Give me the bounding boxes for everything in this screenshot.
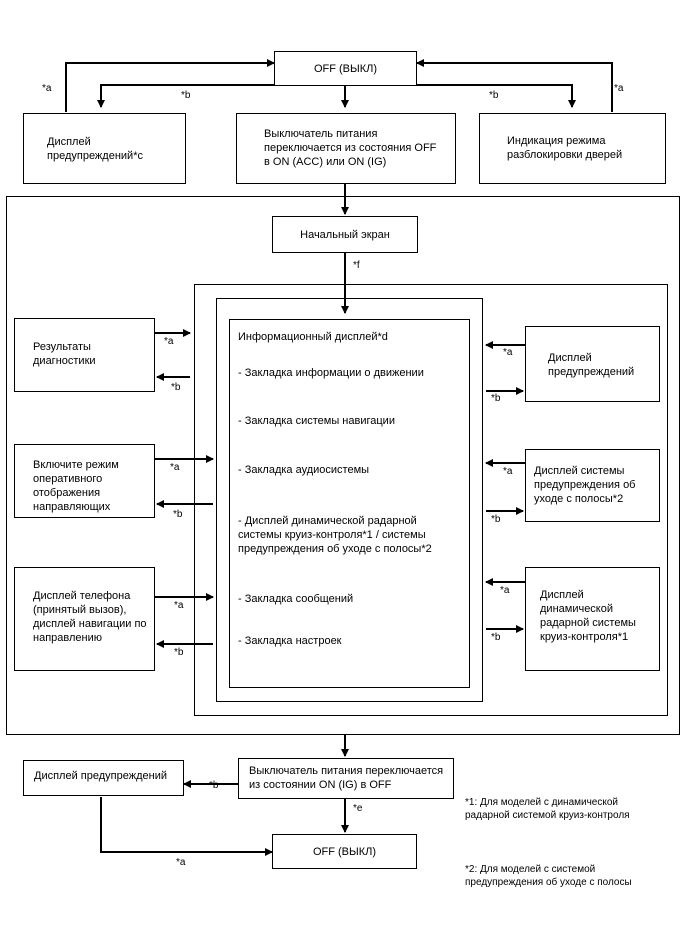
- door-unlock-indication-box: Индикация режима разблокировки дверей: [479, 113, 666, 184]
- label-a: *a: [164, 336, 174, 347]
- off-state-top-box: OFF (ВЫКЛ): [274, 51, 417, 86]
- guide-display-mode-label: Включите режим оперативного отображения …: [33, 459, 119, 513]
- power-switch-on-box: Выключатель питания переключается из сос…: [236, 113, 456, 184]
- home-screen-box: Начальный экран: [272, 216, 418, 253]
- info-item-radar-lane: - Дисплей динамической радарной системы …: [238, 515, 432, 555]
- off-state-bottom-label: OFF (ВЫКЛ): [312, 845, 377, 858]
- power-switch-off-label: Выключатель питания переключается из сос…: [249, 765, 444, 791]
- info-item-settings: - Закладка настроек: [238, 635, 342, 647]
- label-b: *b: [171, 382, 181, 393]
- label-b: *b: [491, 393, 501, 404]
- info-item-messages: - Закладка сообщений: [238, 593, 354, 605]
- lane-departure-display-label: Дисплей системы предупреждения об уходе …: [534, 465, 636, 505]
- label-a: *a: [42, 83, 52, 94]
- label-b: *b: [209, 780, 219, 791]
- warning-display-top-box: Дисплей предупреждений*c: [23, 113, 186, 184]
- info-display-middle-frame: [216, 298, 483, 702]
- home-screen-label: Начальный экран: [300, 228, 390, 241]
- label-b: *b: [489, 90, 499, 101]
- label-b: *b: [181, 90, 191, 101]
- phone-navigation-label: Дисплей телефона (принятый вызов), диспл…: [33, 590, 147, 644]
- diagnostic-results-box: Результаты диагностики: [14, 318, 155, 392]
- label-f: *f: [353, 260, 360, 271]
- label-a: *a: [500, 585, 510, 596]
- label-b: *b: [174, 647, 184, 658]
- info-item-driving: - Закладка информации о движении: [238, 367, 424, 379]
- phone-navigation-box: Дисплей телефона (принятый вызов), диспл…: [14, 567, 155, 671]
- info-display-title: Информационный дисплей*d: [238, 331, 388, 343]
- warning-display-bottom-box: Дисплей предупреждений: [23, 760, 184, 796]
- warning-display-top-label: Дисплей предупреждений*c: [47, 136, 143, 162]
- lane-departure-display-box: Дисплей системы предупреждения об уходе …: [525, 449, 660, 522]
- info-display-outer-frame: [194, 284, 668, 716]
- label-a: *a: [174, 600, 184, 611]
- label-a: *a: [614, 83, 624, 94]
- footnote-1: *1: Для моделей с динамической радарной …: [465, 797, 630, 821]
- warning-display-bottom-label: Дисплей предупреждений: [34, 770, 167, 782]
- power-switch-off-box: Выключатель питания переключается из сос…: [238, 758, 454, 799]
- label-a: *a: [176, 857, 186, 868]
- label-a: *a: [170, 462, 180, 473]
- footnote-2: *2: Для моделей с системой предупреждени…: [465, 864, 632, 888]
- info-item-navigation: - Закладка системы навигации: [238, 415, 395, 427]
- door-unlock-indication-label: Индикация режима разблокировки дверей: [507, 135, 623, 161]
- label-a: *a: [503, 347, 513, 358]
- radar-cruise-display-box: Дисплей динамической радарной системы кр…: [525, 567, 660, 671]
- warning-display-right-label: Дисплей предупреждений: [548, 352, 635, 378]
- guide-display-mode-box: Включите режим оперативного отображения …: [14, 444, 155, 518]
- info-item-audio: - Закладка аудиосистемы: [238, 464, 370, 476]
- label-b: *b: [491, 514, 501, 525]
- diagnostic-results-label: Результаты диагностики: [33, 341, 96, 367]
- main-operation-frame: [6, 196, 680, 735]
- warning-display-right-box: Дисплей предупреждений: [525, 326, 660, 402]
- radar-cruise-display-label: Дисплей динамической радарной системы кр…: [540, 589, 636, 643]
- info-display-box: Информационный дисплей*d - Закладка инфо…: [229, 319, 470, 688]
- label-b: *b: [491, 632, 501, 643]
- off-state-top-label: OFF (ВЫКЛ): [313, 62, 378, 75]
- power-switch-on-label: Выключатель питания переключается из сос…: [264, 128, 437, 168]
- off-state-bottom-box: OFF (ВЫКЛ): [272, 834, 417, 869]
- label-e: *e: [353, 803, 363, 814]
- label-b: *b: [173, 509, 183, 520]
- label-a: *a: [503, 466, 513, 477]
